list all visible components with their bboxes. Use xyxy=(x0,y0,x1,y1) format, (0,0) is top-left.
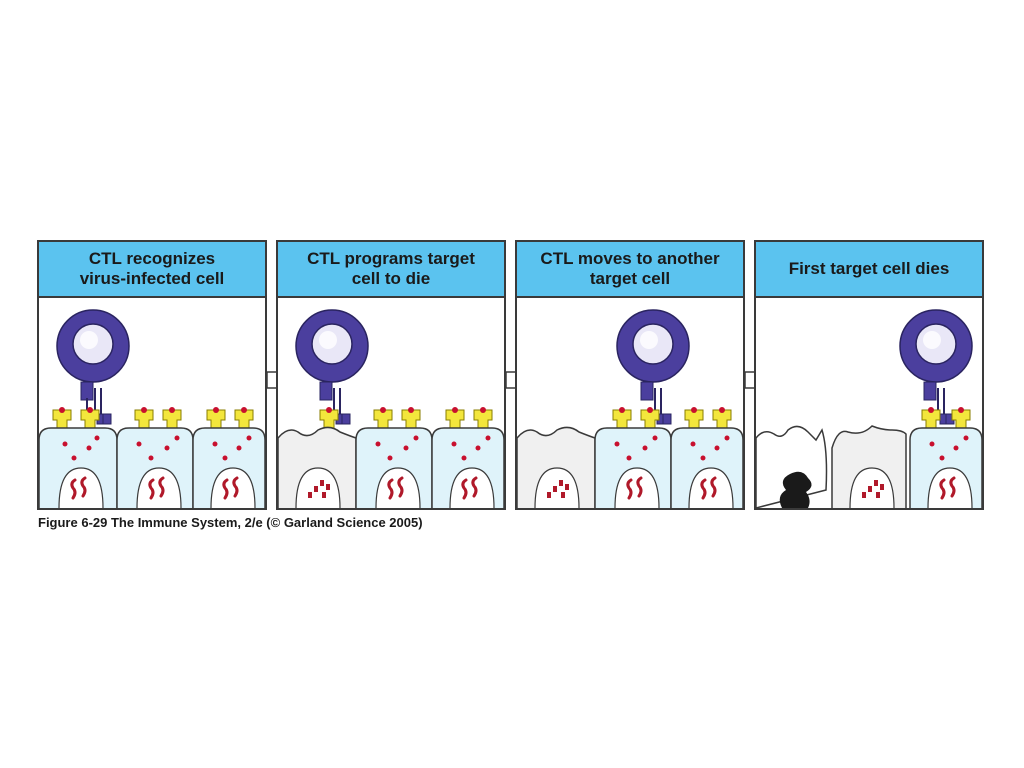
ctl-cell xyxy=(295,309,369,425)
panel-title: CTL moves to another target cell xyxy=(540,249,720,288)
ctl-cell xyxy=(616,309,690,425)
mhc-molecules xyxy=(921,409,971,429)
mhc-molecules xyxy=(319,409,493,429)
target-cells xyxy=(517,426,743,508)
panel-illustration xyxy=(756,309,982,508)
panel-header: CTL moves to another target cell xyxy=(517,242,743,298)
panel-ctl-moves: CTL moves to another target cell xyxy=(515,240,745,510)
panel-target-dies: First target cell dies xyxy=(754,240,984,510)
panel-ctl-programs: CTL programs target cell to die xyxy=(276,240,506,510)
panel-title: First target cell dies xyxy=(788,259,950,278)
target-cells xyxy=(278,426,504,508)
panel-title: CTL recognizes virus-infected cell xyxy=(79,249,225,288)
panel-header: First target cell dies xyxy=(756,242,982,298)
panel-illustration xyxy=(39,309,265,508)
ctl-cell xyxy=(899,309,973,425)
infected-cells xyxy=(39,427,265,508)
panel-ctl-recognizes: CTL recognizes virus-infected cell xyxy=(37,240,267,510)
panel-illustration xyxy=(278,309,504,508)
mhc-molecules xyxy=(612,409,732,429)
panel-illustration xyxy=(517,309,743,508)
figure-caption: Figure 6-29 The Immune System, 2/e (© Ga… xyxy=(38,515,423,530)
cells xyxy=(756,425,982,508)
panel-header: CTL programs target cell to die xyxy=(278,242,504,298)
ctl-cell xyxy=(56,309,130,425)
panel-title: CTL programs target cell to die xyxy=(307,249,475,288)
panel-header: CTL recognizes virus-infected cell xyxy=(39,242,265,298)
apoptotic-body xyxy=(779,471,812,508)
mhc-molecules xyxy=(52,409,254,429)
